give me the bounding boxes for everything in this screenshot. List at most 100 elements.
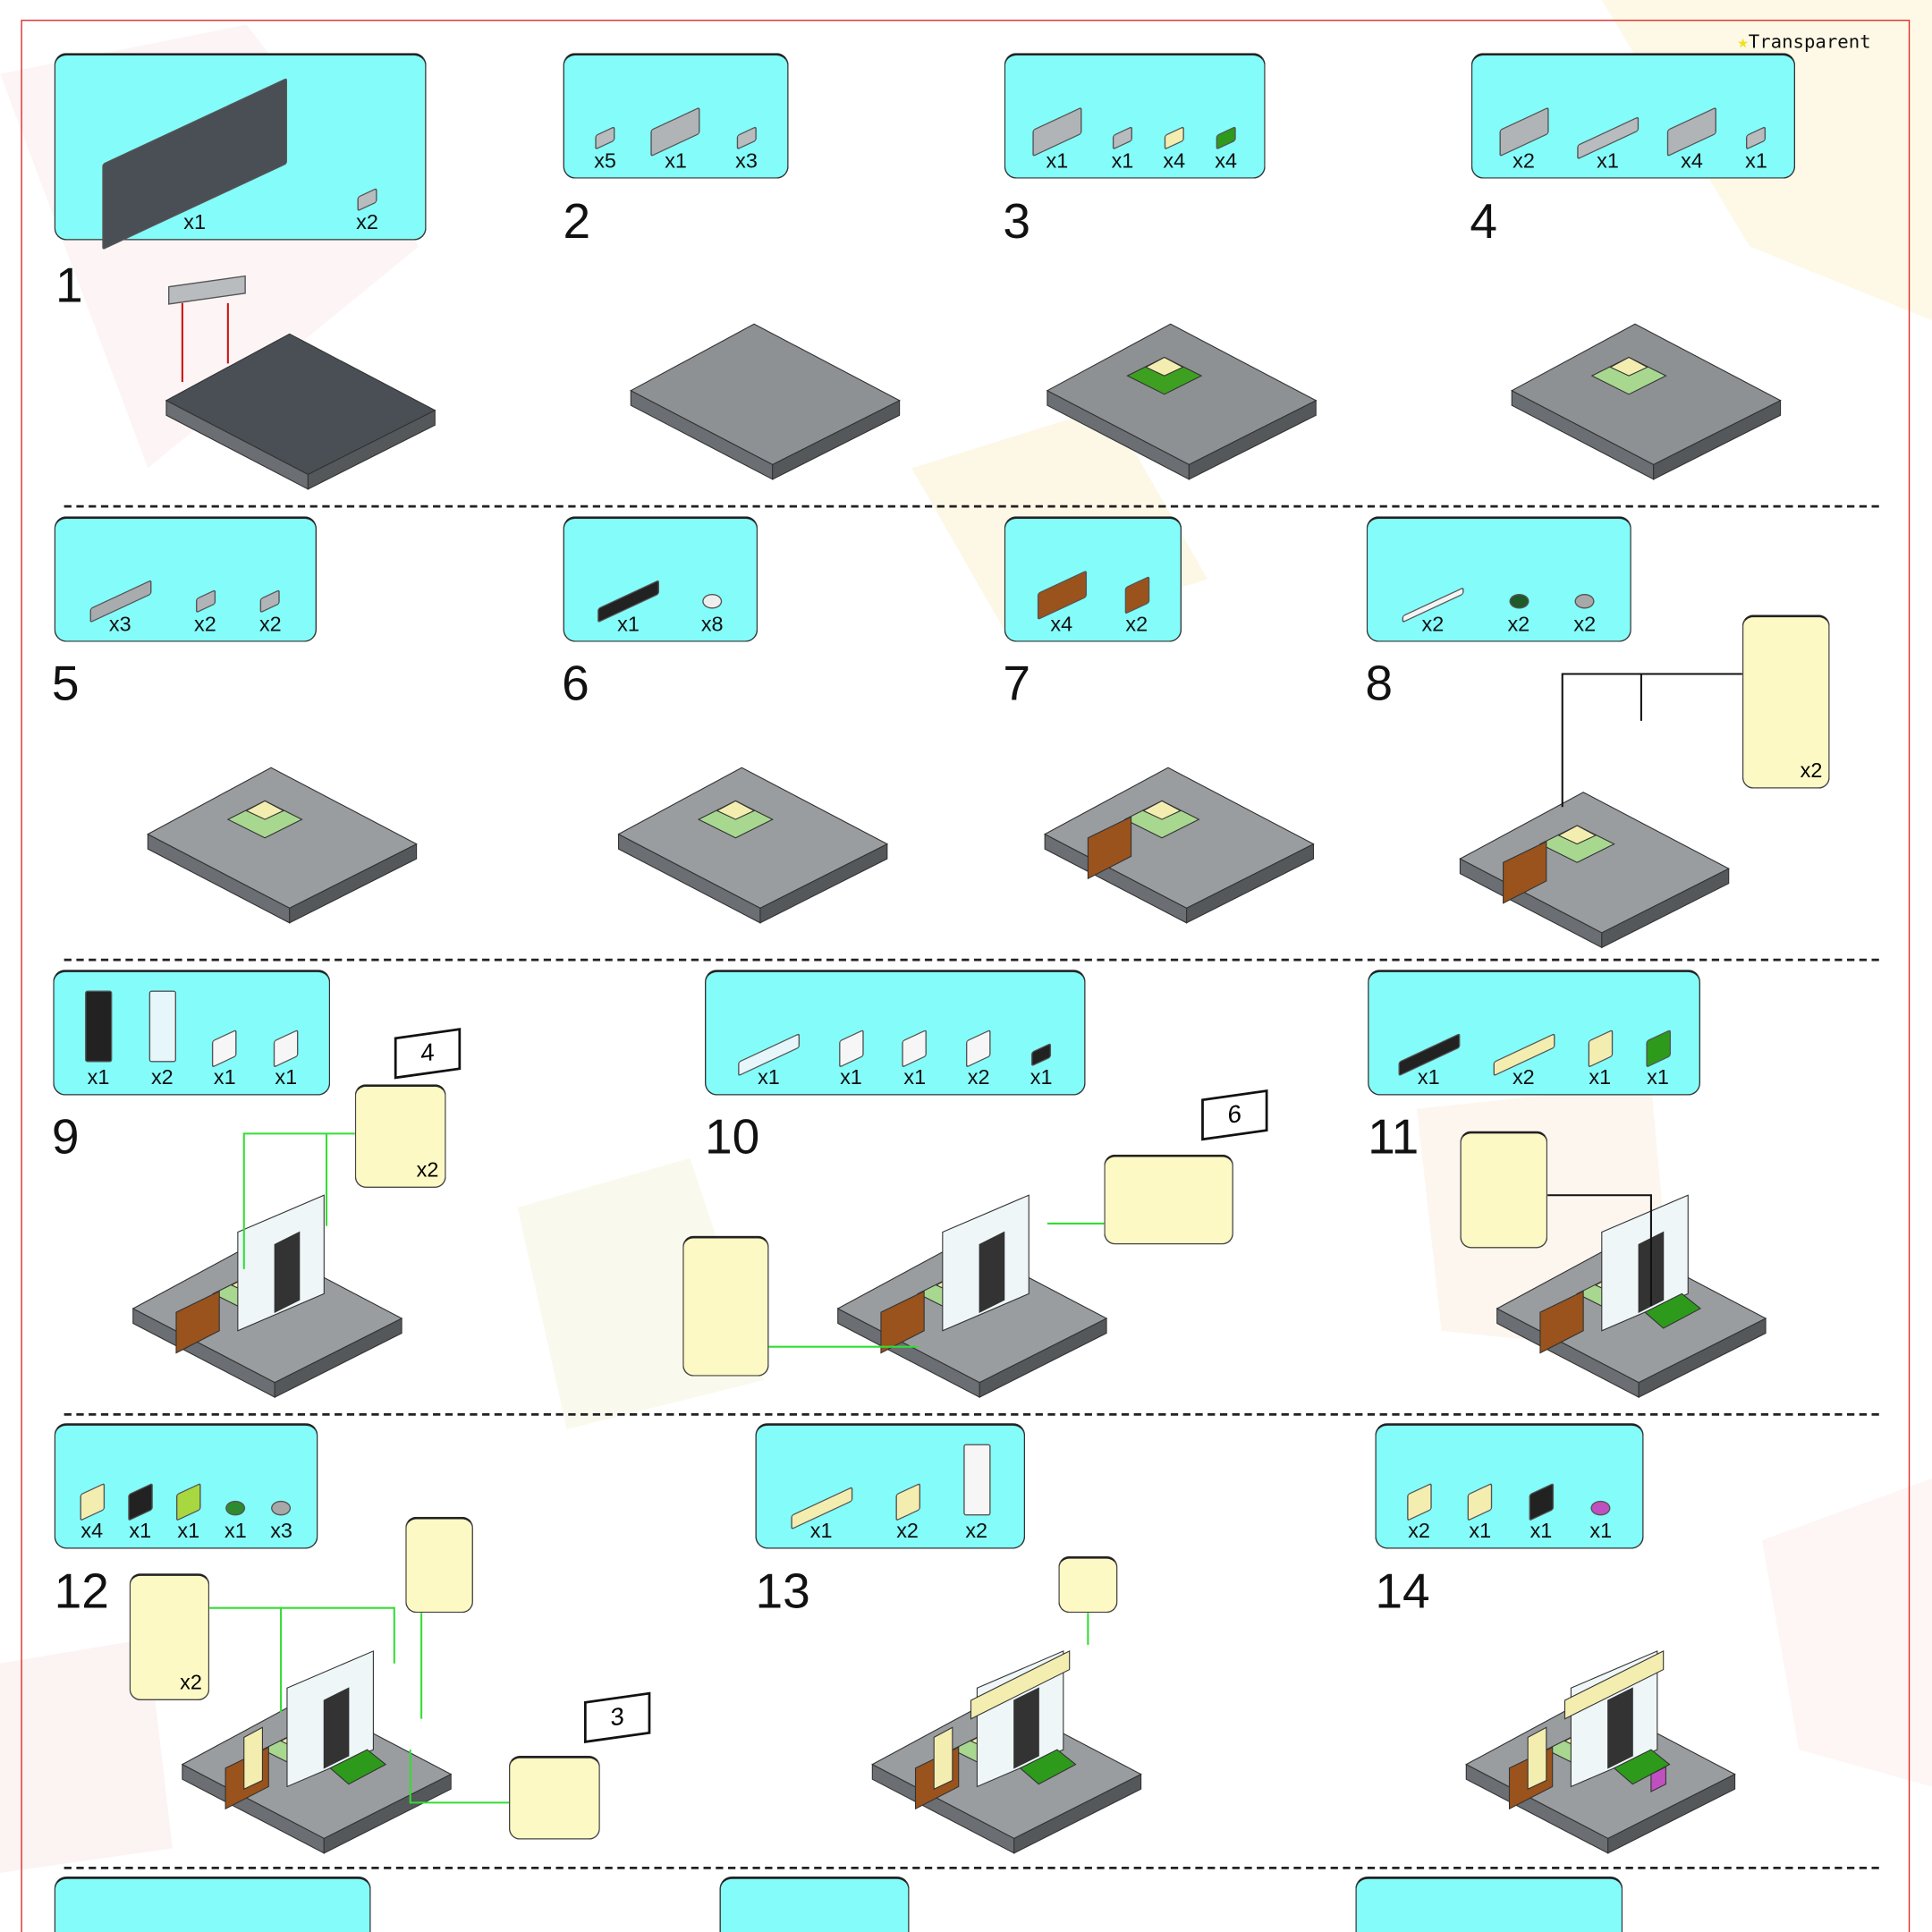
model-floor-pattern xyxy=(716,800,756,820)
part-quantity: x1 xyxy=(177,1519,200,1543)
model-window-frame xyxy=(1013,1687,1039,1769)
sub-assembly-callout: x2 xyxy=(1741,614,1830,789)
part-item: x2 xyxy=(894,1482,920,1543)
model-base-plate xyxy=(165,333,436,475)
part-quantity: x1 xyxy=(758,1065,780,1089)
star-icon: ★ xyxy=(1737,30,1749,54)
part-item: x4 xyxy=(1163,125,1185,173)
part-quantity: x5 xyxy=(594,148,616,173)
part-item: x4 xyxy=(1215,125,1237,173)
part-item: x1 xyxy=(84,990,113,1089)
part-item: x1 xyxy=(1587,1029,1613,1089)
part-quantity: x1 xyxy=(129,1519,152,1543)
part-item: x1 xyxy=(1745,125,1767,173)
part-item: x1 xyxy=(790,1486,852,1543)
transparent-legend: ★Transparent xyxy=(1737,30,1870,53)
part-item: x2 xyxy=(1124,575,1149,636)
part-item: x1 xyxy=(1030,1042,1052,1089)
part-quantity: x1 xyxy=(1046,148,1069,173)
part-quantity: x1 xyxy=(617,612,640,636)
part-quantity: x1 xyxy=(1745,148,1767,173)
row-divider xyxy=(64,504,1879,508)
part-item: x4 xyxy=(79,1482,105,1543)
brick-part-icon xyxy=(225,1500,246,1516)
part-quantity: x1 xyxy=(183,210,207,234)
part-item: x1 xyxy=(1468,1482,1493,1543)
part-item: x1 xyxy=(102,77,287,250)
step-number-9: 9 xyxy=(51,1110,80,1165)
part-quantity: x2 xyxy=(150,1065,174,1089)
part-quantity: x1 xyxy=(1530,1519,1553,1543)
row-divider xyxy=(64,1866,1879,1869)
part-item: x5 xyxy=(594,125,616,173)
part-item: x1 xyxy=(1032,106,1082,173)
part-quantity: x1 xyxy=(213,1065,236,1089)
parts-box-step-9: x1 x2 x1 x1 xyxy=(53,970,331,1096)
brick-part-icon xyxy=(148,990,176,1063)
model-bench xyxy=(880,1290,925,1354)
part-item: x1 xyxy=(838,1029,864,1089)
step-number-3: 3 xyxy=(1003,194,1030,250)
sub-assembly-callout xyxy=(508,1756,600,1840)
brick-part-icon xyxy=(1508,593,1529,609)
part-item: x8 xyxy=(700,593,724,636)
part-item: x1 xyxy=(273,1029,299,1089)
part-quantity: x2 xyxy=(1421,612,1445,636)
callout-qty: x2 xyxy=(180,1670,202,1695)
row-divider xyxy=(64,1413,1879,1416)
part-quantity: x2 xyxy=(1512,1065,1535,1089)
part-item: x4 xyxy=(1037,570,1087,636)
sub-assembly-callout xyxy=(1104,1154,1233,1245)
sub-assembly-callout xyxy=(1058,1555,1118,1614)
step-number-12: 12 xyxy=(54,1564,109,1620)
part-quantity: x4 xyxy=(1050,612,1073,636)
model-pink-piece xyxy=(1650,1766,1666,1792)
part-quantity: x2 xyxy=(1125,612,1148,636)
parts-box-next-step xyxy=(1355,1877,1623,1932)
model-cream-top xyxy=(970,1650,1071,1720)
part-quantity: x2 xyxy=(1513,148,1535,173)
part-quantity: x1 xyxy=(1469,1519,1492,1543)
part-item: x2 xyxy=(1492,1032,1555,1089)
model-green-slope xyxy=(1644,1292,1702,1329)
parts-box-next-step xyxy=(54,1877,371,1932)
model-window-frame xyxy=(1607,1687,1633,1769)
page-frame xyxy=(21,20,1911,1932)
part-item: x1 xyxy=(902,1029,928,1089)
model-cream-column xyxy=(933,1726,953,1791)
model-floor-pattern xyxy=(1142,800,1182,820)
model-bench xyxy=(1539,1290,1584,1354)
part-quantity: x8 xyxy=(700,612,724,636)
part-quantity: x1 xyxy=(840,1065,862,1089)
model-window-frame xyxy=(979,1231,1005,1313)
part-item: x1 xyxy=(1577,115,1639,173)
part-quantity: x2 xyxy=(356,210,378,234)
part-item: x3 xyxy=(735,125,758,173)
callout-qty: x2 xyxy=(1800,758,1823,783)
parts-box-step-10: x1 x1 x1 x2 x1 xyxy=(704,970,1086,1096)
part-item: x4 xyxy=(1666,106,1717,173)
sub-assembly-callout xyxy=(405,1516,473,1614)
step-number-10: 10 xyxy=(704,1110,760,1165)
model-base-plate xyxy=(1043,767,1315,909)
step-number-2: 2 xyxy=(563,194,591,250)
parts-box-step-6: x1 x8 xyxy=(563,516,758,642)
brick-part-icon xyxy=(1574,593,1595,609)
model-base-plate xyxy=(1459,792,1730,934)
part-item: x1 xyxy=(225,1500,247,1543)
step-number-13: 13 xyxy=(755,1564,810,1620)
model-bench xyxy=(1503,840,1547,904)
part-quantity: x1 xyxy=(1417,1065,1440,1089)
part-quantity: x2 xyxy=(967,1065,990,1089)
step-number-7: 7 xyxy=(1003,657,1030,711)
sub-assembly-callout xyxy=(682,1235,769,1377)
sub-assembly-callout: x2 xyxy=(354,1084,446,1188)
parts-box-step-4: x2 x1 x4 x1 xyxy=(1470,53,1796,179)
